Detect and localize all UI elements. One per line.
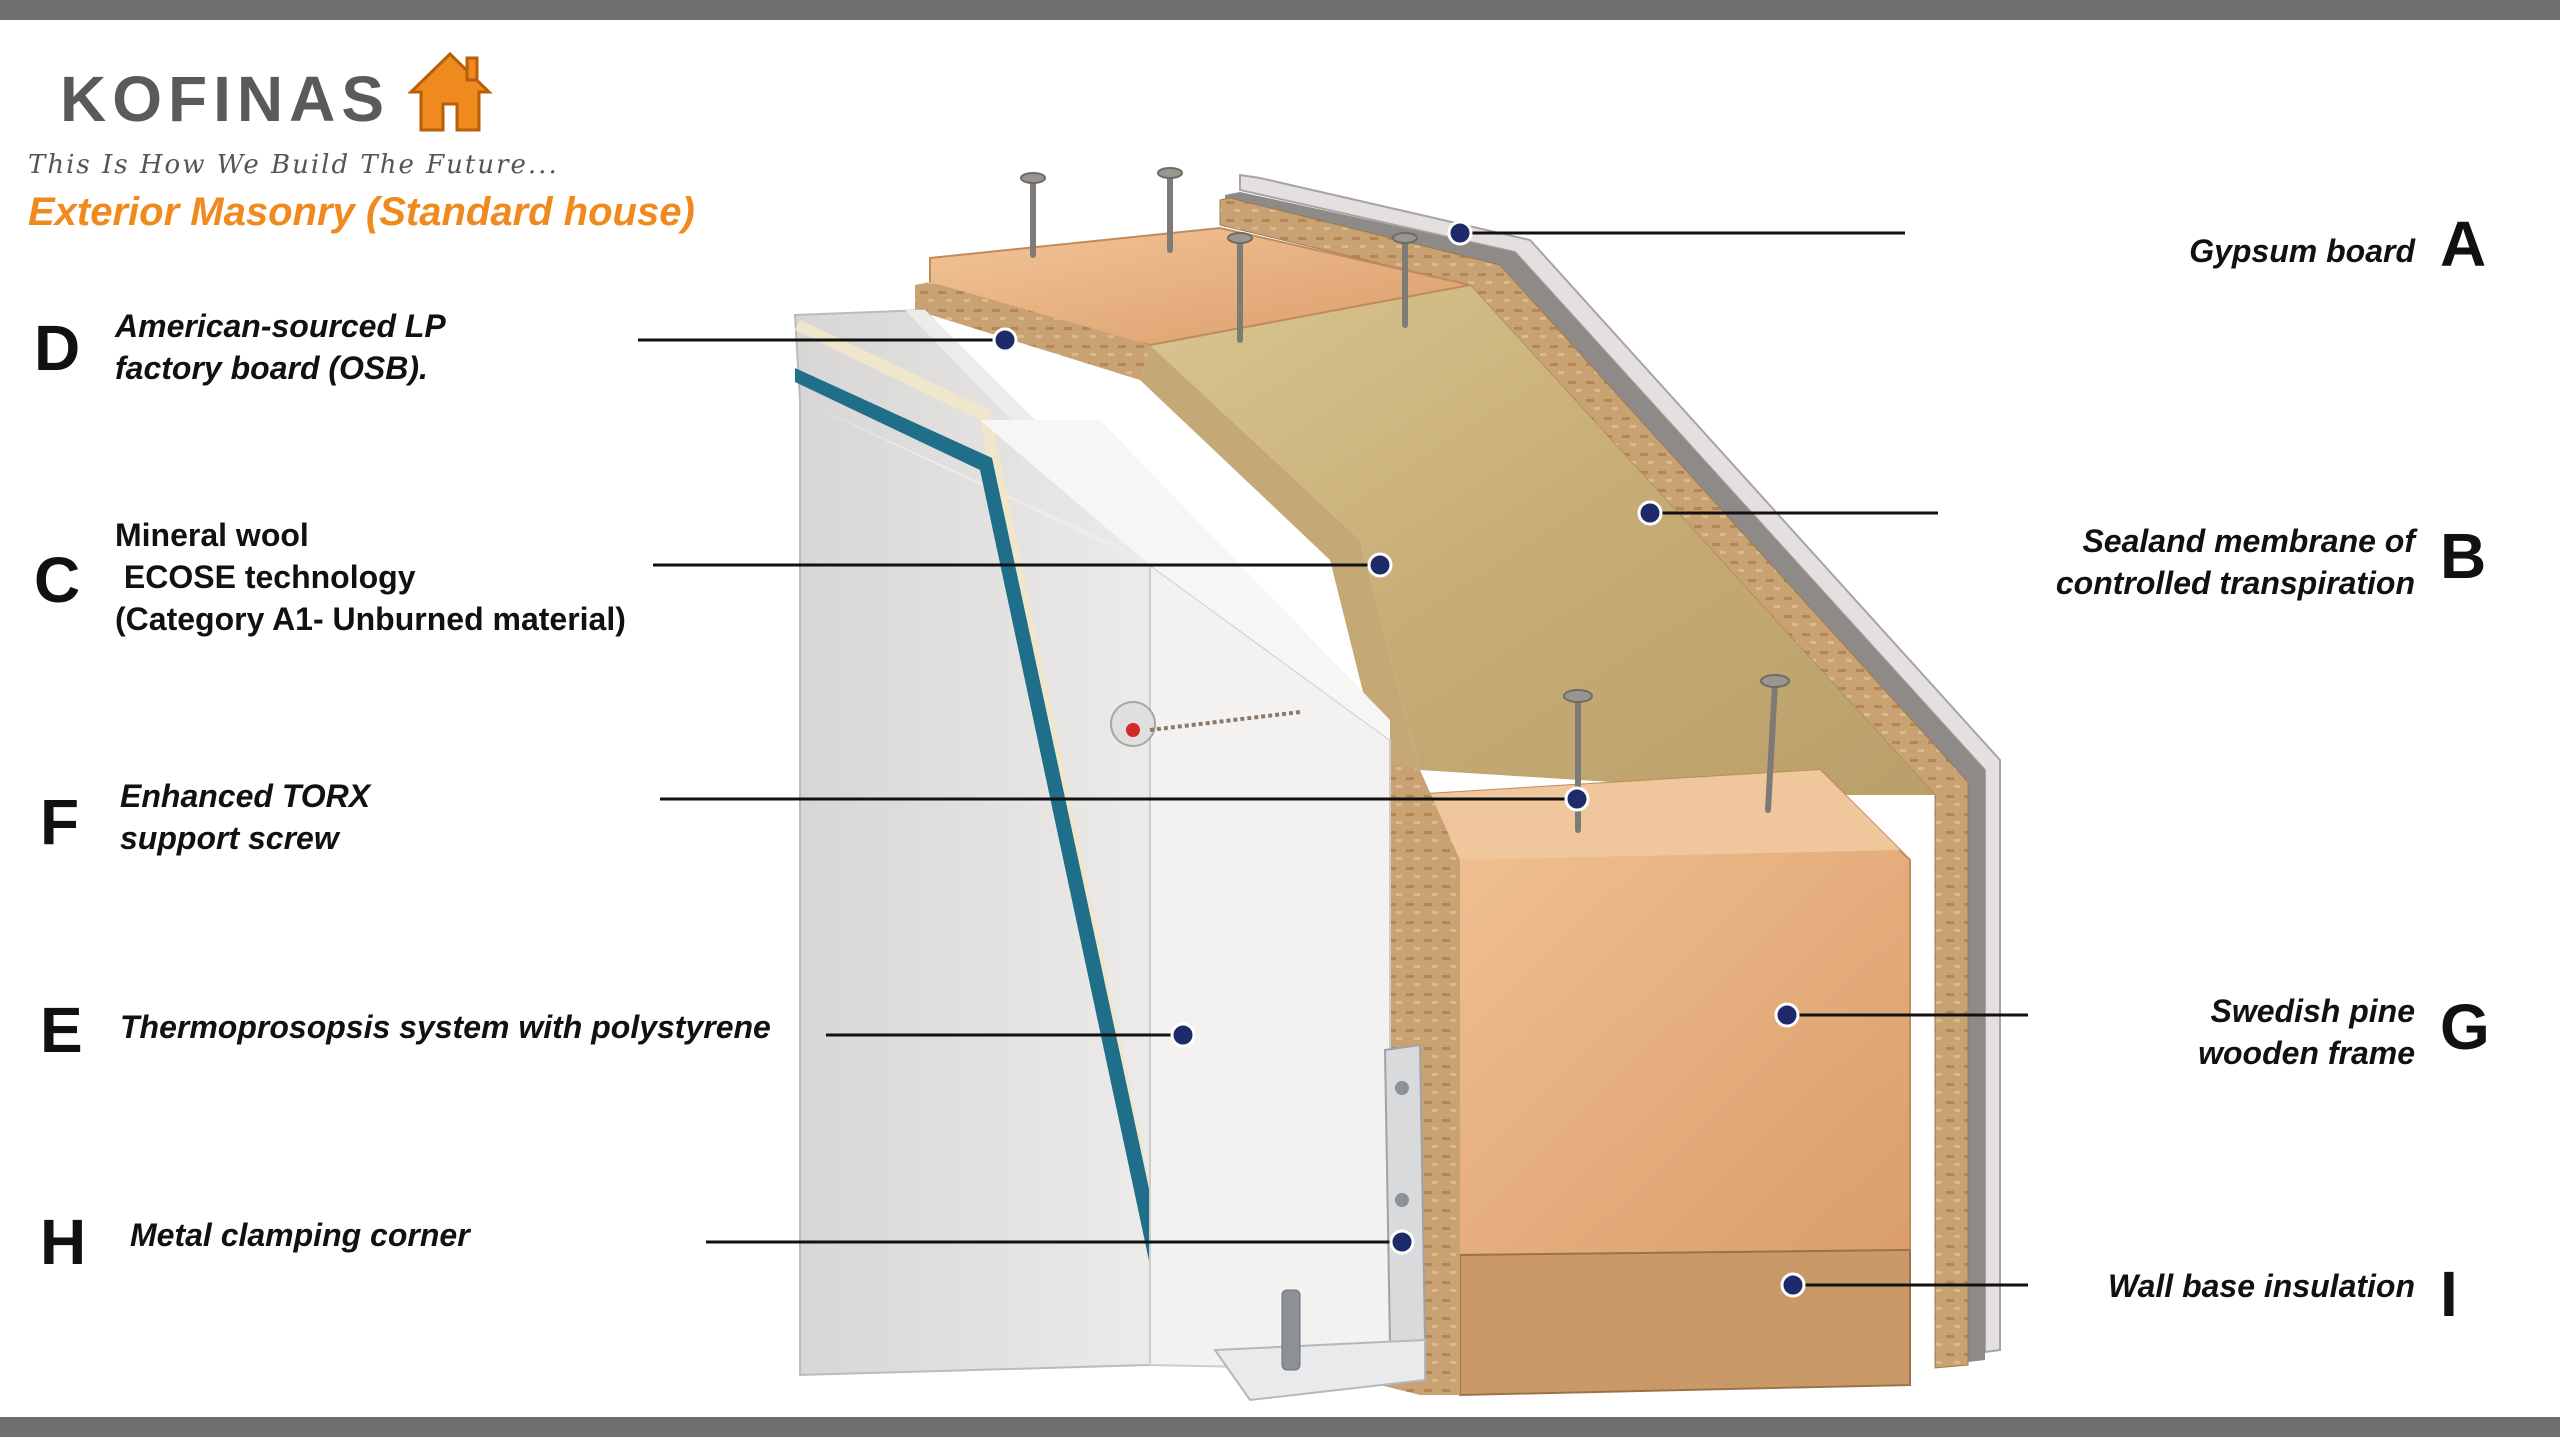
letter-i: I — [2440, 1258, 2458, 1330]
dot-D — [992, 327, 1018, 353]
dot-E — [1170, 1022, 1196, 1048]
letter-e: E — [40, 994, 83, 1066]
osb-back — [1219, 197, 1969, 1369]
label-b-line1: Sealand membrane of — [2082, 523, 2415, 559]
letter-b: B — [2440, 520, 2487, 592]
label-e-line1: Thermoprosopsis system with polystyrene — [120, 1009, 771, 1045]
eps-board-top — [980, 420, 1390, 740]
mineral-wool — [1150, 285, 1935, 795]
label-c-line2: ECOSE technology — [115, 559, 416, 595]
label-h: Metal clamping corner — [130, 1214, 470, 1256]
label-f-line1: Enhanced TORX — [120, 778, 371, 814]
front-stud-top — [1410, 770, 1900, 860]
label-b: Sealand membrane of controlled transpira… — [1950, 520, 2415, 604]
dot-G — [1774, 1002, 1800, 1028]
letter-a: A — [2440, 208, 2487, 280]
callout-lines — [638, 231, 2028, 1287]
label-f-line2: support screw — [120, 820, 339, 856]
label-d-line1: American-sourced LP — [115, 308, 446, 344]
logo-text: KOFINAS — [60, 63, 390, 135]
top-osb-strip — [915, 282, 1150, 380]
house-icon — [407, 51, 493, 132]
letter-f: F — [40, 786, 80, 858]
base-insulation — [1459, 1248, 1911, 1397]
page-title: Exterior Masonry (Standard house) — [28, 190, 695, 234]
bottom-bar — [0, 1417, 2560, 1437]
label-d: American-sourced LP factory board (OSB). — [115, 305, 446, 389]
label-b-line2: controlled transpiration — [2055, 565, 2415, 601]
kofinas-logo: KOFINAS — [60, 48, 500, 138]
dot-C — [1367, 552, 1393, 578]
dot-I — [1780, 1272, 1806, 1298]
letter-g: G — [2440, 991, 2490, 1063]
letter-d: D — [34, 312, 81, 384]
label-a-line1: Gypsum board — [2189, 233, 2415, 269]
callout-dots — [992, 220, 1806, 1298]
tagline: This Is How We Build The Future... — [28, 150, 559, 180]
label-c: Mineral wool ECOSE technology (Category … — [115, 514, 626, 640]
gypsum-board — [1239, 173, 2001, 1354]
label-i-line1: Wall base insulation — [2107, 1268, 2415, 1304]
top-bar — [0, 0, 2560, 20]
label-e: Thermoprosopsis system with polystyrene — [120, 1006, 771, 1048]
dot-B — [1637, 500, 1663, 526]
dot-H — [1389, 1229, 1415, 1255]
dot-A — [1447, 220, 1473, 246]
label-c-line1: Mineral wool — [115, 517, 309, 553]
label-c-line3: (Category A1- Unburned material) — [115, 601, 626, 637]
mineral-wool-side — [1140, 345, 1420, 1385]
label-h-line1: Metal clamping corner — [130, 1217, 470, 1253]
label-a: Gypsum board — [1950, 230, 2415, 272]
label-g: Swedish pine wooden frame — [1950, 990, 2415, 1074]
label-d-line2: factory board (OSB). — [115, 350, 428, 386]
label-g-line1: Swedish pine — [2210, 993, 2415, 1029]
label-g-line2: wooden frame — [2198, 1035, 2415, 1071]
dot-F — [1564, 786, 1590, 812]
label-f: Enhanced TORX support screw — [120, 775, 370, 859]
label-i: Wall base insulation — [1950, 1265, 2415, 1307]
letter-h: H — [40, 1206, 87, 1278]
letter-c: C — [34, 544, 81, 616]
